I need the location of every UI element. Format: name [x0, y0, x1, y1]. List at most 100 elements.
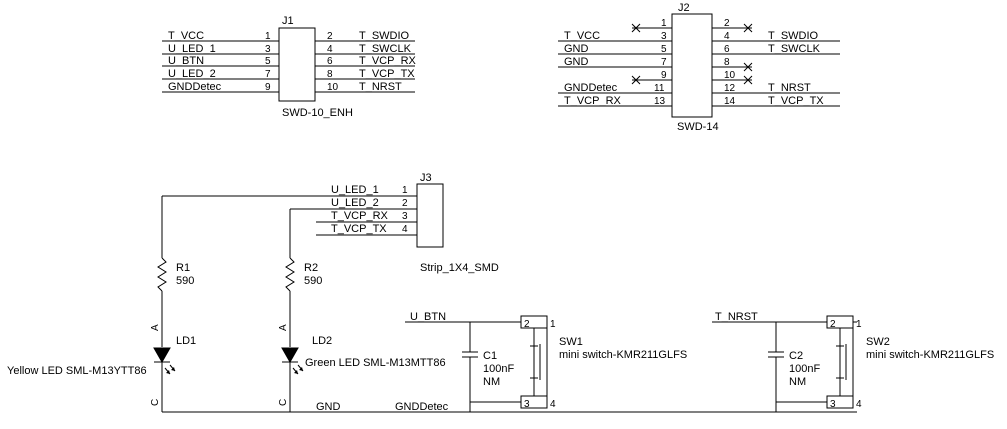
j2-net: T_SWCLK	[768, 43, 821, 55]
j2-pin: 5	[661, 44, 667, 55]
j1-pin: 6	[327, 56, 333, 67]
sw2-pin: 1	[856, 319, 862, 330]
j1-net: U_LED_1	[168, 43, 216, 55]
r2-value: 590	[304, 275, 322, 287]
j2-body	[671, 13, 713, 118]
j2-value: SWD-14	[677, 121, 719, 133]
j1-net: U_BTN	[168, 55, 204, 67]
resistor-icon	[157, 257, 167, 292]
j2-pin: 8	[724, 57, 730, 68]
j2-pin: 3	[661, 31, 667, 42]
j3-pin: 2	[402, 198, 408, 209]
j1-body	[278, 27, 316, 102]
j2-net: T_VCP_RX	[564, 95, 622, 107]
led-branch-2: R2 590 A C LD2 Green LED SML-M13MTT86	[278, 209, 446, 412]
j1-net: T_NRST	[359, 81, 402, 93]
sw1-ref: SW1	[559, 336, 583, 348]
j1-net: T_SWCLK	[359, 43, 412, 55]
sw2-pin: 2	[830, 319, 836, 330]
no-connect-icon	[743, 62, 753, 72]
j2-net: GND	[564, 56, 589, 68]
j3-ref: J3	[420, 172, 432, 184]
j3-net: U_LED_2	[331, 197, 379, 209]
j3-pin: 4	[402, 224, 408, 235]
j2-pin: 11	[654, 83, 665, 94]
j3-net: T_VCP_TX	[331, 223, 387, 235]
ld1-anode: A	[150, 324, 161, 331]
r1-value: 590	[176, 275, 194, 287]
j2-net: GND	[564, 43, 589, 55]
ld2-ref: LD2	[312, 335, 332, 347]
u-btn-net-label: U_BTN	[410, 311, 446, 323]
j1-ref: J1	[282, 15, 294, 27]
connector-j2: J2 SWD-14 T_	[558, 2, 840, 133]
led-icon	[281, 347, 304, 375]
r2-ref: R2	[304, 262, 318, 274]
j1-pin: 1	[265, 31, 271, 42]
ld2-anode: A	[278, 324, 289, 331]
no-connect-icon	[743, 75, 753, 85]
c1-note: NM	[483, 376, 500, 388]
j1-pin: 3	[265, 44, 271, 55]
j1-net: T_VCC	[168, 30, 204, 42]
c2-note: NM	[789, 376, 806, 388]
j3-value: Strip_1X4_SMD	[420, 262, 499, 274]
c1-value: 100nF	[483, 363, 514, 375]
j2-pin: 2	[724, 18, 730, 29]
j2-ref: J2	[678, 2, 690, 14]
j2-net: GNDDetec	[564, 82, 618, 94]
j1-net: GNDDetec	[168, 81, 222, 93]
j2-pin: 7	[661, 57, 667, 68]
j2-pin: 9	[661, 70, 667, 81]
j2-net: T_NRST	[768, 82, 811, 94]
j2-net: T_SWDIO	[768, 30, 819, 42]
j1-pin: 5	[265, 56, 271, 67]
j3-net: U_LED_1	[331, 184, 379, 196]
pushbutton-icon	[826, 315, 854, 409]
j1-net: U_LED_2	[168, 68, 216, 80]
t-nrst-net-label: T_NRST	[715, 311, 758, 323]
j1-pin: 9	[265, 82, 271, 93]
button-group-sw2: T_NRST C2 100nF NM 2 1 3 4 SW2 mini swit…	[712, 311, 994, 412]
j2-pin: 13	[654, 96, 666, 107]
sw2-pin: 4	[856, 399, 862, 410]
j2-pin: 4	[724, 31, 730, 42]
connector-j1: J1 SWD-10_ENH T_VCC U_LED_1 U_BTN U_LED_…	[162, 15, 417, 119]
gnd-net-label: GND	[316, 401, 341, 413]
sw1-pin: 1	[550, 319, 556, 330]
sw2-ref: SW2	[866, 336, 890, 348]
sw1-pin: 2	[524, 319, 530, 330]
no-connect-icon	[743, 23, 753, 33]
j1-pin: 8	[327, 69, 333, 80]
no-connect-icon	[631, 23, 641, 33]
j1-value: SWD-10_ENH	[282, 107, 353, 119]
j2-net: T_VCC	[564, 30, 600, 42]
ld2-value: Green LED SML-M13MTT86	[305, 357, 446, 369]
j3-net: T_VCP_RX	[331, 210, 389, 222]
j1-net: T_VCP_TX	[359, 68, 415, 80]
sw2-pin: 3	[830, 399, 836, 410]
ld1-ref: LD1	[176, 335, 196, 347]
r1-ref: R1	[176, 262, 190, 274]
ld2-cathode: C	[278, 399, 289, 406]
led-branch-1: R1 590 A C LD1 Yellow LED SML-M13YTT86	[7, 196, 196, 412]
c2-value: 100nF	[789, 363, 820, 375]
j1-pin: 2	[327, 31, 333, 42]
button-group-sw1: U_BTN C1 100nF NM 2 1 3 4 SW1 mini switc…	[405, 311, 687, 412]
led-icon	[153, 347, 176, 375]
no-connect-icon	[631, 75, 641, 85]
j1-net: T_VCP_RX	[359, 55, 417, 67]
j1-pin: 10	[327, 82, 339, 93]
j2-pin: 10	[724, 70, 736, 81]
gnddetec-net-label: GNDDetec	[395, 401, 449, 413]
sw2-value: mini switch-KMR211GLFS	[866, 349, 994, 361]
j2-pin: 12	[724, 83, 736, 94]
j2-net: T_VCP_TX	[768, 95, 824, 107]
resistor-icon	[285, 257, 295, 292]
j3-pin: 1	[402, 185, 408, 196]
j1-pin: 4	[327, 44, 333, 55]
c2-ref: C2	[789, 350, 803, 362]
ld1-value: Yellow LED SML-M13YTT86	[7, 365, 147, 377]
j3-pin: 3	[402, 211, 408, 222]
